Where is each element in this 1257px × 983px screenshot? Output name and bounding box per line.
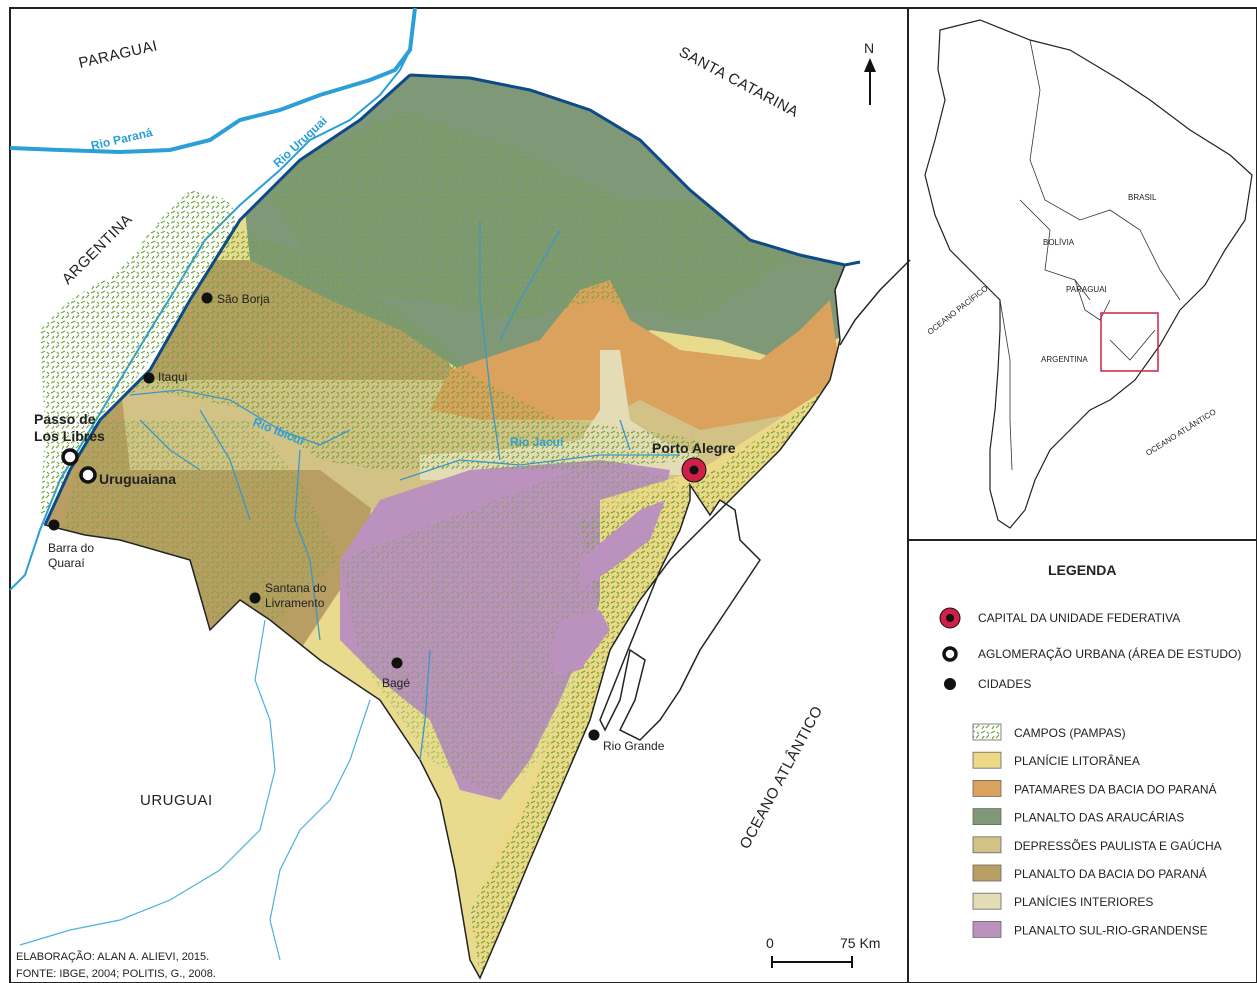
capital-porto-alegre: Porto Alegre	[652, 440, 736, 483]
legend: LEGENDA CAPITAL DA UNIDADE FEDERATIVA AG…	[939, 562, 1241, 938]
scale-bar: 0 75 Km	[766, 935, 880, 968]
svg-text:Los Libres: Los Libres	[34, 428, 105, 444]
label-rio-jacui: Rio Jacuí	[510, 435, 564, 449]
svg-text:BOLÍVIA: BOLÍVIA	[1043, 238, 1075, 247]
svg-text:Livramento: Livramento	[265, 596, 325, 610]
svg-text:PLANALTO DAS ARAUCÁRIAS: PLANALTO DAS ARAUCÁRIAS	[1014, 810, 1184, 825]
svg-text:CAPITAL DA UNIDADE FEDERATIVA: CAPITAL DA UNIDADE FEDERATIVA	[978, 611, 1180, 625]
credit-elaboration: ELABORAÇÃO: ALAN A. ALIEVI, 2015.	[16, 950, 209, 963]
study-uruguaiana: Uruguaiana	[79, 466, 176, 487]
uruguai-river-border	[43, 73, 412, 526]
svg-text:Bagé: Bagé	[382, 676, 410, 690]
svg-text:Rio Grande: Rio Grande	[603, 739, 665, 753]
svg-text:CAMPOS (PAMPAS): CAMPOS (PAMPAS)	[1014, 726, 1126, 740]
city-itaqui: Itaqui	[143, 370, 187, 384]
city-bage: Bagé	[382, 657, 410, 690]
svg-text:CIDADES: CIDADES	[978, 677, 1031, 691]
city-sao-borja: São Borja	[201, 292, 270, 306]
north-arrow: N	[864, 40, 876, 105]
svg-text:PATAMARES DA BACIA DO PARANÁ: PATAMARES DA BACIA DO PARANÁ	[1014, 781, 1217, 796]
legend-class-6: PLANÍCIES INTERIORES	[972, 892, 1153, 910]
svg-text:PLANALTO SUL-RIO-GRANDENSE: PLANALTO SUL-RIO-GRANDENSE	[1014, 923, 1208, 937]
city-rio-grande: Rio Grande	[588, 729, 665, 753]
legend-capital: CAPITAL DA UNIDADE FEDERATIVA	[939, 607, 1180, 629]
legend-class-3: PLANALTO DAS ARAUCÁRIAS	[972, 808, 1184, 825]
lagoa-dos-patos	[599, 482, 761, 741]
svg-text:75 Km: 75 Km	[840, 935, 880, 951]
study-area-box	[1100, 312, 1159, 372]
svg-text:DEPRESSÕES PAULISTA E GAÚCHA: DEPRESSÕES PAULISTA E GAÚCHA	[1014, 838, 1222, 853]
sc-border	[409, 73, 861, 267]
legend-class-1: PLANÍCIE LITORÂNEA	[972, 751, 1140, 769]
svg-text:ARGENTINA: ARGENTINA	[1041, 355, 1088, 364]
svg-text:N: N	[864, 40, 874, 56]
svg-text:Santana do: Santana do	[265, 581, 327, 595]
svg-text:0: 0	[766, 935, 774, 951]
svg-text:Barra do: Barra do	[48, 541, 94, 555]
svg-text:Passo de: Passo de	[34, 411, 96, 427]
legend-aglomeracao: AGLOMERAÇÃO URBANA (ÁREA DE ESTUDO)	[942, 646, 1241, 662]
legend-class-4: DEPRESSÕES PAULISTA E GAÚCHA	[972, 836, 1222, 854]
svg-text:Uruguaiana: Uruguaiana	[99, 471, 176, 487]
svg-text:AGLOMERAÇÃO URBANA (ÁREA DE ES: AGLOMERAÇÃO URBANA (ÁREA DE ESTUDO)	[978, 646, 1241, 661]
legend-class-7: PLANALTO SUL-RIO-GRANDENSE	[972, 921, 1208, 938]
legend-cidades: CIDADES	[944, 677, 1031, 691]
svg-text:Porto Alegre: Porto Alegre	[652, 440, 736, 456]
label-uruguai: URUGUAI	[140, 792, 213, 809]
svg-text:PLANÍCIES INTERIORES: PLANÍCIES INTERIORES	[1014, 894, 1153, 909]
legend-class-2: PATAMARES DA BACIA DO PARANÁ	[972, 780, 1217, 797]
legend-title: LEGENDA	[1048, 562, 1116, 578]
svg-text:Quaraí: Quaraí	[48, 556, 85, 570]
svg-text:PLANÍCIE LITORÂNEA: PLANÍCIE LITORÂNEA	[1014, 753, 1140, 768]
credit-source: FONTE: IBGE, 2004; POLITIS, G., 2008.	[16, 968, 216, 980]
svg-text:Itaqui: Itaqui	[158, 370, 187, 384]
inner-rivers	[129, 220, 680, 761]
svg-text:São Borja: São Borja	[217, 292, 270, 306]
legend-class-0: CAMPOS (PAMPAS)	[972, 723, 1126, 741]
svg-text:BRASIL: BRASIL	[1128, 193, 1157, 202]
svg-text:PLANALTO DA BACIA DO PARANÁ: PLANALTO DA BACIA DO PARANÁ	[1014, 866, 1207, 881]
legend-class-5: PLANALTO DA BACIA DO PARANÁ	[972, 864, 1207, 882]
svg-text:PARAGUAI: PARAGUAI	[1066, 285, 1107, 294]
